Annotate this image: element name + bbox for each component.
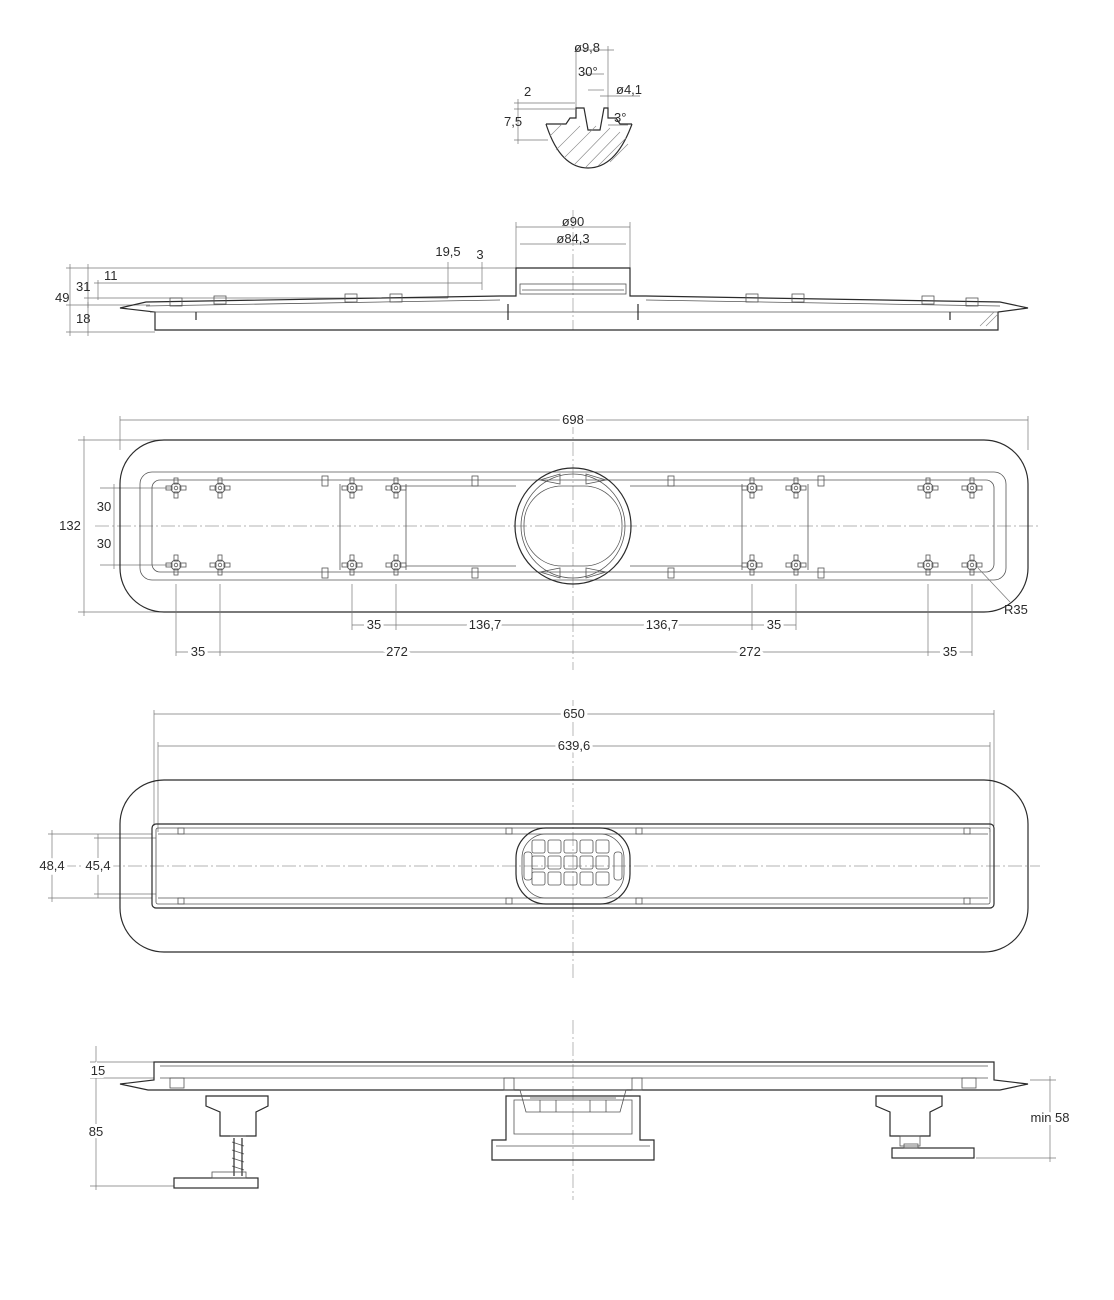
top-half-up: 30 [97, 499, 111, 514]
clip-icon [741, 554, 763, 576]
clip-icon [917, 477, 939, 499]
grate-cell [579, 839, 594, 854]
detail-d-outer: ø9,8 [574, 40, 600, 55]
top-length: 698 [562, 412, 584, 427]
clip-icon [165, 477, 187, 499]
grate-cell [595, 871, 610, 886]
detail-depth-total: 7,5 [504, 114, 522, 129]
top-radius: R35 [1004, 602, 1028, 617]
side-h-31: 31 [76, 279, 90, 294]
front-h-total: 85 [89, 1124, 103, 1139]
grate-side-slot [523, 851, 533, 881]
grate-cell [579, 855, 594, 870]
clip-icon [785, 554, 807, 576]
grate-length-outer: 650 [563, 706, 585, 721]
grate-cell [595, 839, 610, 854]
top-width: 132 [59, 518, 81, 533]
clip-icon [917, 554, 939, 576]
top-half-down: 30 [97, 536, 111, 551]
clip-icon [209, 477, 231, 499]
grate-width-outer: 48,4 [39, 858, 64, 873]
grate-cell [547, 871, 562, 886]
top-row2-0: 35 [191, 644, 205, 659]
front-view: 15 85 min 58 [86, 1020, 1073, 1200]
clip-icon [785, 477, 807, 499]
grate-cell [579, 871, 594, 886]
grate-cell [531, 871, 546, 886]
top-row2-2: 272 [739, 644, 761, 659]
top-row1-0: 35 [367, 617, 381, 632]
clip-icon [961, 477, 983, 499]
side-h-11: 11 [104, 268, 118, 283]
clip-group [165, 477, 983, 576]
detail-angle: 30° [578, 64, 598, 79]
grate-length-inner: 639,6 [558, 738, 591, 753]
side-h-18: 18 [76, 311, 90, 326]
clip-icon [341, 554, 363, 576]
top-row1-2: 136,7 [646, 617, 679, 632]
side-offset-a: 19,5 [435, 244, 460, 259]
detail-section-view: ø9,8 30° ø4,1 2 7,5 3° [504, 40, 642, 169]
side-h-49: 49 [55, 290, 69, 305]
clip-icon [961, 554, 983, 576]
front-h-top: 15 [91, 1063, 105, 1078]
clip-icon [209, 554, 231, 576]
grate-cell [531, 855, 546, 870]
grate-cell [563, 871, 578, 886]
front-h-min: min 58 [1030, 1110, 1069, 1125]
side-d-outlet-inner: ø84,3 [556, 231, 589, 246]
detail-depth-small: 2 [524, 84, 531, 99]
grate-cell [547, 839, 562, 854]
clip-icon [385, 477, 407, 499]
grate-width-inner: 45,4 [85, 858, 110, 873]
grate-cell [595, 855, 610, 870]
grate-view: 650 639,6 48,4 45,4 [36, 700, 1040, 980]
top-row2-1: 272 [386, 644, 408, 659]
top-row2-3: 35 [943, 644, 957, 659]
side-offset-b: 3 [476, 247, 483, 262]
clip-icon [341, 477, 363, 499]
clip-icon [385, 554, 407, 576]
top-view: 698 132 30 30 R35 35 136,7 136,7 35 35 2… [59, 409, 1040, 670]
grate-cell [531, 839, 546, 854]
clip-icon [741, 477, 763, 499]
grate-cell [547, 855, 562, 870]
side-d-outlet: ø90 [562, 214, 584, 229]
side-view: ø90 ø84,3 19,5 3 11 31 49 18 [55, 210, 1029, 336]
grate-side-slot [613, 851, 623, 881]
detail-taper: 3° [614, 110, 626, 125]
top-row1-3: 35 [767, 617, 781, 632]
detail-d-inner: ø4,1 [616, 82, 642, 97]
grate-cell [563, 839, 578, 854]
clip-icon [165, 554, 187, 576]
top-row1-1: 136,7 [469, 617, 502, 632]
grate-cell [563, 855, 578, 870]
